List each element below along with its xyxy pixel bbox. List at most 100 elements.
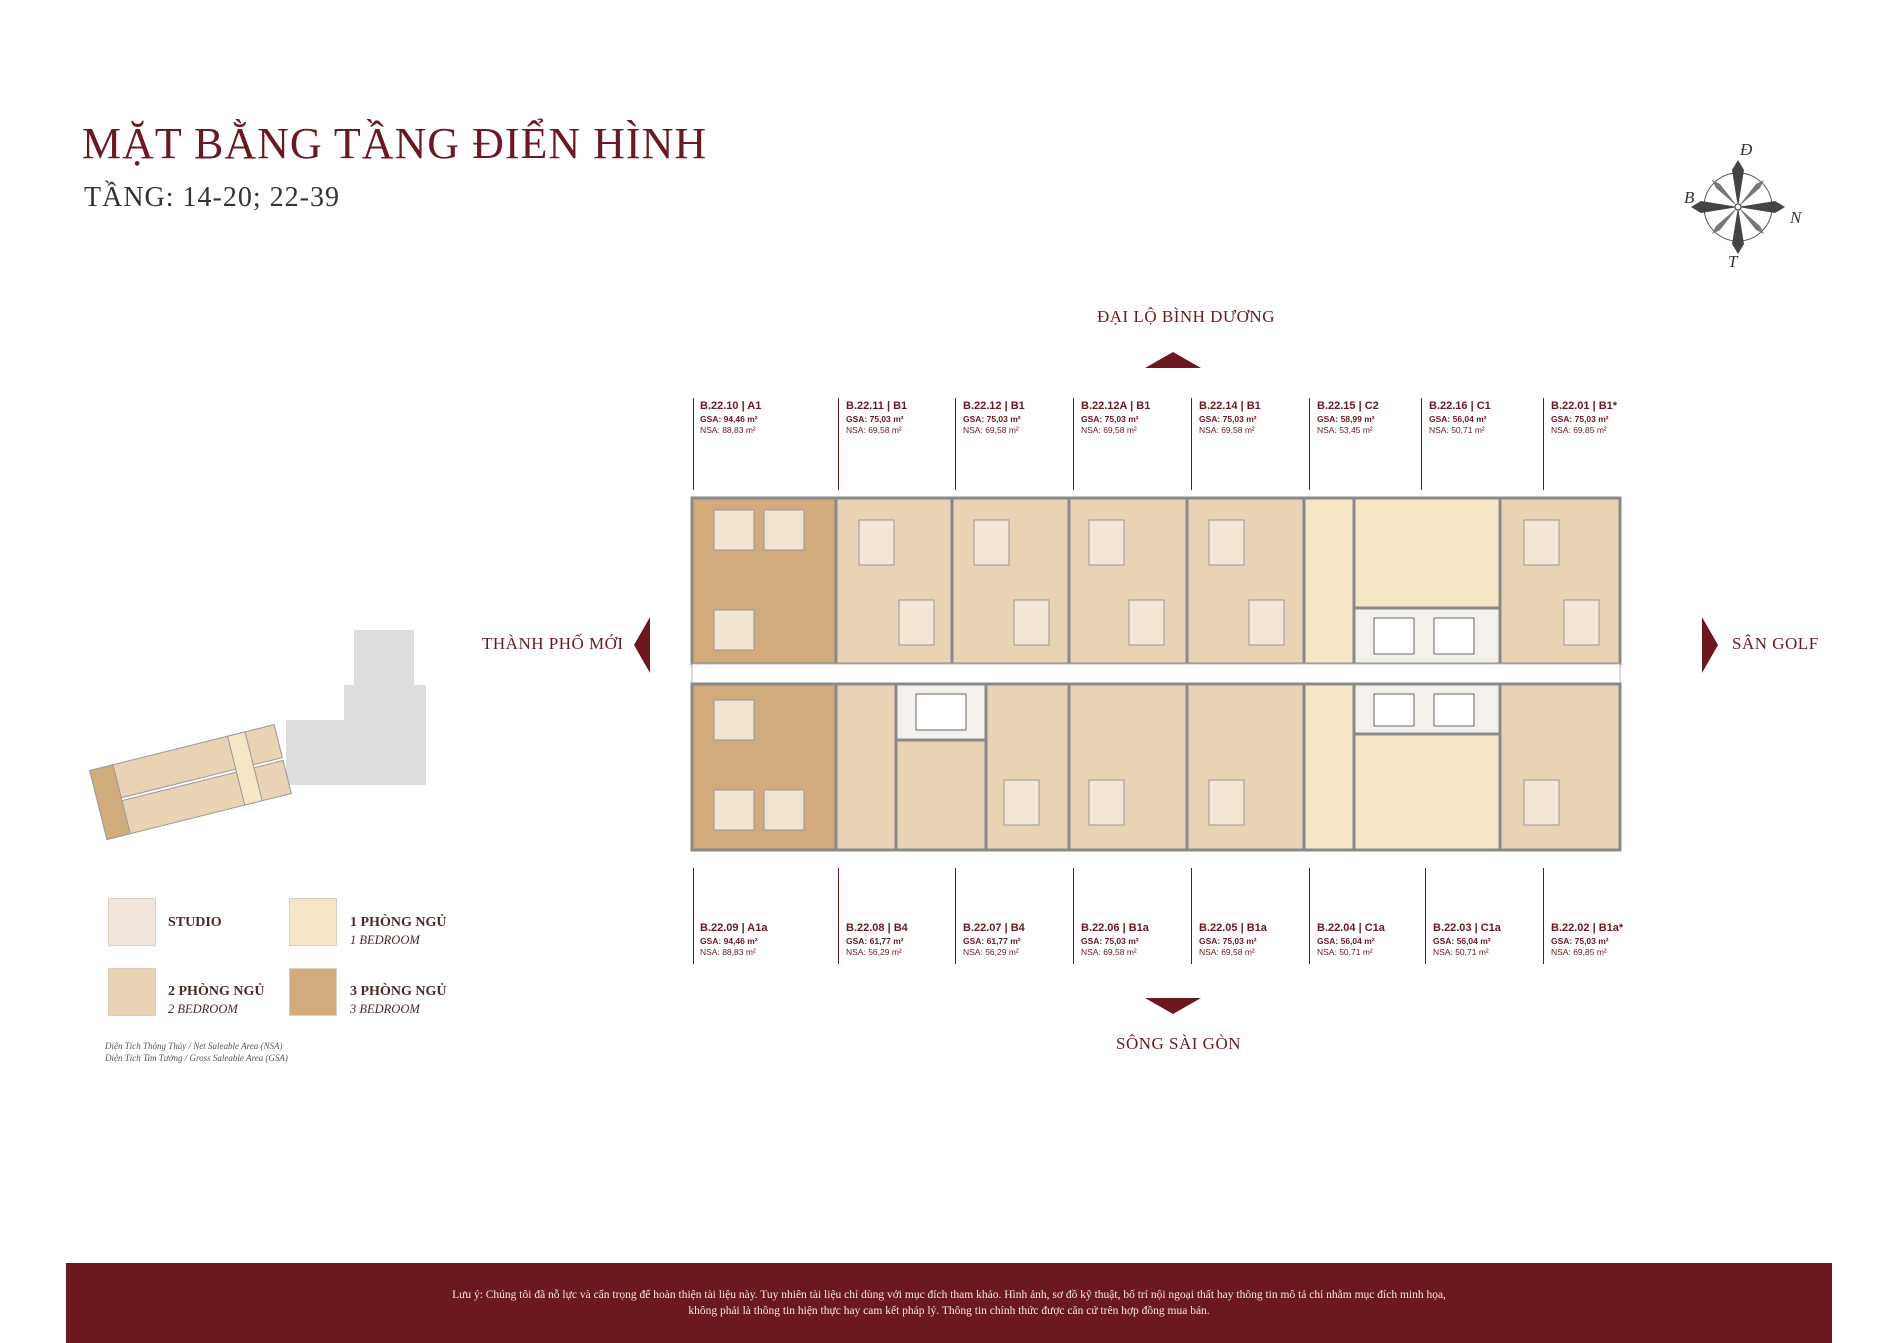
unit-label-bottom-5[interactable]: B.22.05 | B1a GSA: 75,03 m² NSA: 69,58 m… [1199, 922, 1311, 957]
disclaimer-line-1: Lưu ý: Chúng tôi đã nỗ lực và cẩn trọng … [452, 1289, 1446, 1301]
compass-icon [1691, 160, 1785, 254]
unit-nsa: NSA: 50,71 m² [1433, 947, 1489, 957]
page-title: MẶT BẰNG TẦNG ĐIỂN HÌNH [82, 119, 708, 168]
leader-line [1421, 398, 1422, 494]
legend-three-bed-swatch [289, 968, 337, 1016]
unit-code: B.22.10 | A1 [700, 400, 762, 412]
area-note-gsa: Diện Tích Tim Tường / Gross Saleable Are… [105, 1053, 288, 1063]
floorplan-diagram [684, 490, 1660, 860]
unit-code: B.22.02 | B1a* [1551, 922, 1624, 934]
unit-code: B.22.14 | B1 [1199, 400, 1261, 412]
leader-line [1191, 868, 1192, 964]
unit-label-bottom-8[interactable]: B.22.02 | B1a* GSA: 75,03 m² NSA: 69,85 … [1551, 922, 1663, 957]
unit-nsa: NSA: 88,83 m² [700, 947, 756, 957]
unit-gsa: GSA: 75,03 m² [1081, 936, 1139, 946]
unit-label-top-1[interactable]: B.22.10 | A1 GSA: 94,46 m² NSA: 88,83 m² [700, 400, 812, 435]
arrow-up-icon [1145, 352, 1201, 368]
unit-gsa: GSA: 56,04 m² [1429, 414, 1487, 424]
unit-code: B.22.15 | C2 [1317, 400, 1379, 412]
legend-studio-label: STUDIO [168, 915, 222, 930]
unit-nsa: NSA: 69,85 m² [1551, 947, 1607, 957]
leader-line [693, 868, 694, 964]
direction-top-label: ĐẠI LỘ BÌNH DƯƠNG [1097, 307, 1275, 326]
unit-gsa: GSA: 61,77 m² [846, 936, 904, 946]
leader-line [1543, 398, 1544, 494]
unit-nsa: NSA: 69,58 m² [963, 425, 1019, 435]
floorplan-bottom-row [690, 682, 1622, 852]
unit-label-top-5[interactable]: B.22.14 | B1 GSA: 75,03 m² NSA: 69,58 m² [1199, 400, 1311, 435]
unit-label-top-7[interactable]: B.22.16 | C1 GSA: 56,04 m² NSA: 50,71 m² [1429, 400, 1541, 435]
compass-north-label: N [1790, 208, 1802, 227]
direction-bottom-label: SÔNG SÀI GÒN [1116, 1034, 1242, 1053]
unit-nsa: NSA: 69,85 m² [1551, 425, 1607, 435]
unit-gsa: GSA: 56,04 m² [1433, 936, 1491, 946]
legend-three-bed-sub: 3 BEDROOM [350, 1002, 420, 1016]
unit-code: B.22.06 | B1a [1081, 922, 1149, 934]
unit-code: B.22.05 | B1a [1199, 922, 1267, 934]
unit-label-top-3[interactable]: B.22.12 | B1 GSA: 75,03 m² NSA: 69,58 m² [963, 400, 1075, 435]
unit-gsa: GSA: 75,03 m² [1199, 936, 1257, 946]
unit-label-bottom-2[interactable]: B.22.08 | B4 GSA: 61,77 m² NSA: 56,29 m² [846, 922, 958, 957]
unit-nsa: NSA: 69,58 m² [846, 425, 902, 435]
unit-code: B.22.11 | B1 [846, 400, 908, 412]
unit-code: B.22.08 | B4 [846, 922, 908, 934]
unit-gsa: GSA: 75,03 m² [846, 414, 904, 424]
unit-gsa: GSA: 58,99 m² [1317, 414, 1375, 424]
arrow-right-icon [1702, 617, 1718, 673]
site-key-plan [89, 630, 426, 841]
unit-label-top-4[interactable]: B.22.12A | B1 GSA: 75,03 m² NSA: 69,58 m… [1081, 400, 1193, 435]
leader-line [1073, 868, 1074, 964]
direction-left-label: THÀNH PHỐ MỚI [482, 634, 624, 653]
leader-line [838, 398, 839, 494]
unit-gsa: GSA: 75,03 m² [1551, 936, 1609, 946]
unit-nsa: NSA: 69,58 m² [1199, 425, 1255, 435]
unit-nsa: NSA: 50,71 m² [1317, 947, 1373, 957]
unit-label-bottom-7[interactable]: B.22.03 | C1a GSA: 56,04 m² NSA: 50,71 m… [1433, 922, 1545, 957]
unit-label-top-8[interactable]: B.22.01 | B1* GSA: 75,03 m² NSA: 69,85 m… [1551, 400, 1663, 435]
legend-one-bed-label: 1 PHÒNG NGỦ [350, 915, 447, 930]
leader-line [1309, 868, 1310, 964]
legend-two-bed-swatch [108, 968, 156, 1016]
unit-code: B.22.04 | C1a [1317, 922, 1385, 934]
unit-label-bottom-6[interactable]: B.22.04 | C1a GSA: 56,04 m² NSA: 50,71 m… [1317, 922, 1429, 957]
leader-line [1191, 398, 1192, 494]
legend-one-bed-swatch [289, 898, 337, 946]
unit-gsa: GSA: 75,03 m² [963, 414, 1021, 424]
compass-rose: Đ N T B [1660, 140, 1810, 275]
unit-code: B.22.12 | B1 [963, 400, 1025, 412]
legend-three-bed-label: 3 PHÒNG NGỦ [350, 984, 447, 999]
unit-gsa: GSA: 75,03 m² [1199, 414, 1257, 424]
unit-gsa: GSA: 75,03 m² [1551, 414, 1609, 424]
unit-nsa: NSA: 69,58 m² [1081, 947, 1137, 957]
arrow-left-icon [634, 617, 650, 673]
unit-label-bottom-1[interactable]: B.22.09 | A1a GSA: 94,46 m² NSA: 88,83 m… [700, 922, 812, 957]
leader-line [838, 868, 839, 964]
unit-gsa: GSA: 94,46 m² [700, 936, 758, 946]
floorplan-top-row [690, 496, 1622, 666]
leader-line [1425, 868, 1426, 964]
leader-line [693, 398, 694, 494]
legend-one-bed-sub: 1 BEDROOM [350, 933, 420, 947]
unit-gsa: GSA: 94,46 m² [700, 414, 758, 424]
arrow-down-icon [1145, 998, 1201, 1014]
leader-line [1073, 398, 1074, 494]
unit-code: B.22.01 | B1* [1551, 400, 1618, 412]
unit-code: B.22.09 | A1a [700, 922, 768, 934]
legend-two-bed-sub: 2 BEDROOM [168, 1002, 238, 1016]
disclaimer-footer: Lưu ý: Chúng tôi đã nỗ lực và cẩn trọng … [66, 1263, 1832, 1343]
unit-code: B.22.03 | C1a [1433, 922, 1501, 934]
unit-label-bottom-3[interactable]: B.22.07 | B4 GSA: 61,77 m² NSA: 56,29 m² [963, 922, 1075, 957]
compass-south-label: T [1728, 252, 1738, 271]
compass-east-label: Đ [1740, 140, 1753, 159]
legend-studio-swatch [108, 898, 156, 946]
unit-gsa: GSA: 56,04 m² [1317, 936, 1375, 946]
leader-line [955, 398, 956, 494]
unit-nsa: NSA: 88,83 m² [700, 425, 756, 435]
unit-label-top-6[interactable]: B.22.15 | C2 GSA: 58,99 m² NSA: 53,45 m² [1317, 400, 1429, 435]
unit-label-bottom-4[interactable]: B.22.06 | B1a GSA: 75,03 m² NSA: 69,58 m… [1081, 922, 1193, 957]
unit-gsa: GSA: 61,77 m² [963, 936, 1021, 946]
leader-line [1543, 868, 1544, 964]
leader-line [1309, 398, 1310, 494]
unit-label-top-2[interactable]: B.22.11 | B1 GSA: 75,03 m² NSA: 69,58 m² [846, 400, 958, 435]
unit-code: B.22.12A | B1 [1081, 400, 1151, 412]
